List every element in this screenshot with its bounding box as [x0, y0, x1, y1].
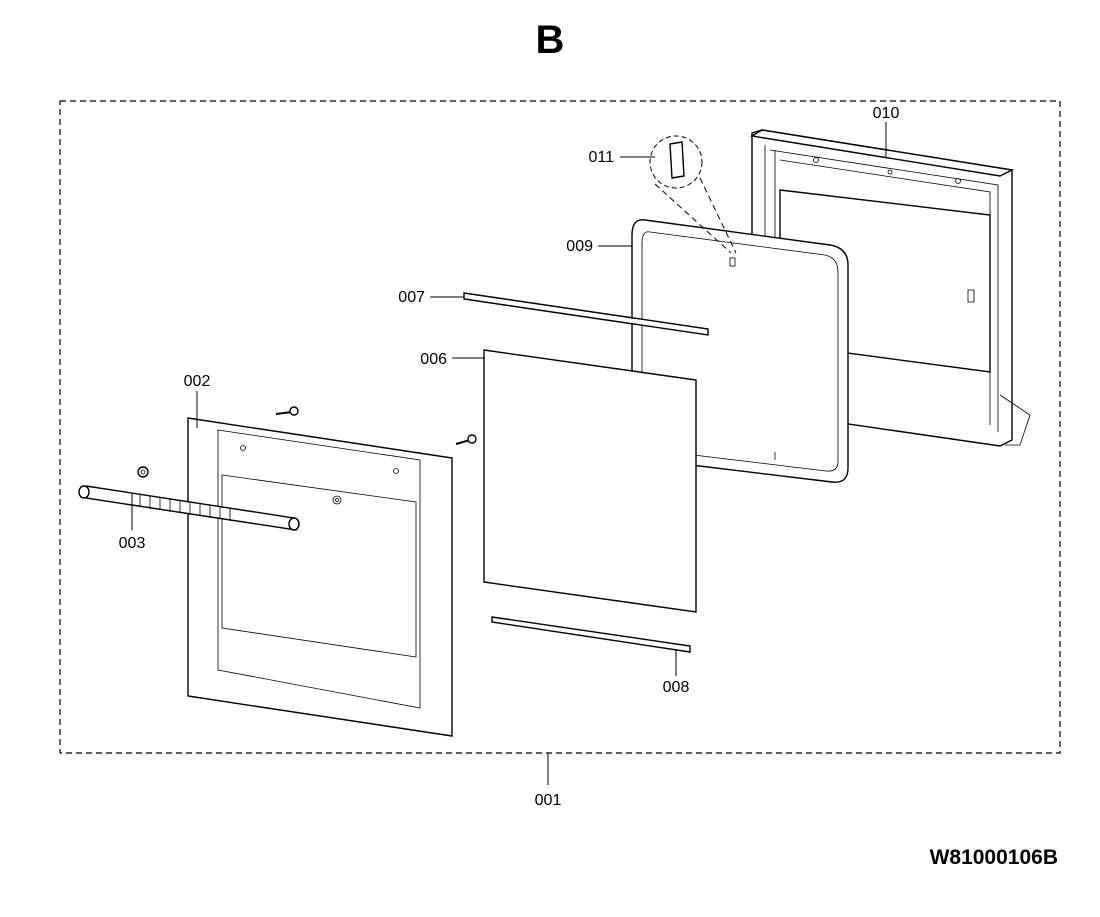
part-008-lower-strip	[491, 616, 691, 653]
part-011-clip	[649, 135, 737, 254]
page-title: B	[535, 18, 565, 62]
callout-009: 009	[566, 238, 593, 255]
leader-lines	[131, 122, 887, 785]
document-code: W81000106B	[929, 846, 1058, 869]
callout-010: 010	[873, 105, 900, 122]
callout-011: 011	[588, 149, 614, 166]
washer	[137, 466, 149, 478]
callout-001: 001	[535, 792, 562, 809]
part-002-outer-door	[187, 417, 453, 737]
part-006-glass-panel	[483, 349, 697, 613]
callout-007: 007	[398, 289, 425, 306]
screw-upper	[275, 406, 299, 416]
assembly-boundary	[59, 100, 1061, 754]
callout-003: 003	[119, 535, 146, 552]
callout-008: 008	[663, 679, 690, 696]
screw-lower	[455, 434, 477, 445]
callout-002: 002	[184, 373, 211, 390]
callout-006: 006	[420, 351, 447, 368]
part-003-handle	[78, 485, 300, 531]
